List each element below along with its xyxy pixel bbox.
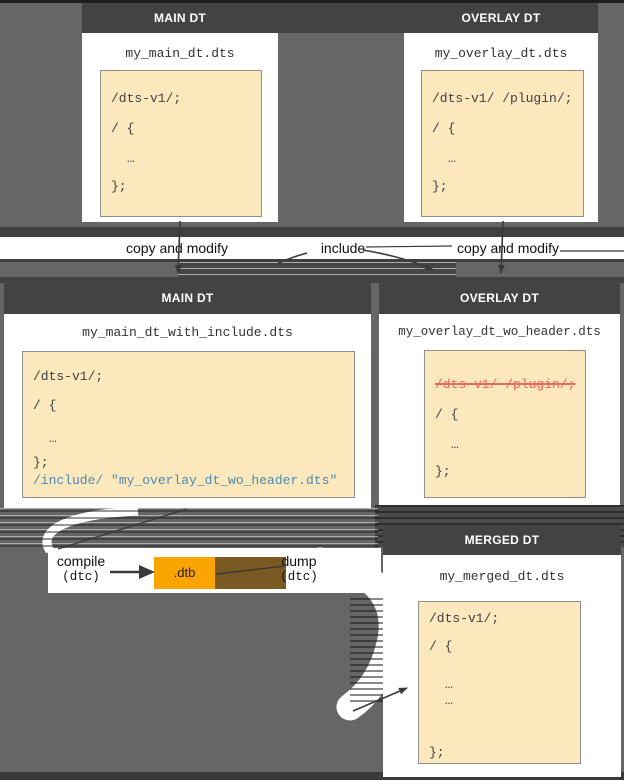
merged-dt-box: MERGED DT my_merged_dt.dts /dts-v1/; / {…: [383, 525, 621, 777]
code-line: /dts-v1/;: [429, 611, 500, 626]
code-line: / {: [111, 121, 135, 136]
code-line: };: [111, 179, 127, 194]
box-header: MAIN DT: [4, 283, 371, 314]
compile-text: compile: [56, 553, 106, 569]
code-line: / {: [429, 639, 453, 654]
compile-tool-text: (dtc): [62, 570, 100, 584]
compile-label: compile (dtc): [50, 553, 112, 585]
code-line: /dts-v1/;: [33, 369, 104, 384]
dump-text: dump: [281, 553, 317, 569]
overlay-dt-top-box: my_overlay_dt.dts /dts-v1/ /plugin/; / {…: [404, 33, 598, 222]
code-line: …: [448, 151, 456, 166]
code-box: /dts-v1/ /plugin/; / { … };: [424, 350, 586, 498]
merged-dt-header: MERGED DT: [464, 533, 540, 547]
code-line: };: [33, 455, 49, 470]
main-dt-top-header: MAIN DT: [153, 11, 207, 25]
dump-tool-text: (dtc): [280, 570, 318, 584]
box-header: MERGED DT: [383, 525, 621, 555]
code-box: /dts-v1/; / { … };: [100, 70, 262, 217]
code-line: };: [435, 464, 451, 479]
main-dt-top-box: my_main_dt.dts /dts-v1/; / { … };: [82, 33, 278, 222]
code-box: /dts-v1/; / { … … };: [418, 601, 581, 764]
code-line: / {: [435, 407, 459, 422]
overlay-dt-wo-header-box: OVERLAY DT my_overlay_dt_wo_header.dts /…: [379, 283, 620, 505]
include-code-line: /include/ "my_overlay_dt_wo_header.dts": [33, 473, 338, 488]
overlay-dt-top-header: OVERLAY DT: [461, 11, 541, 25]
include-label: include: [320, 240, 366, 256]
overlay-dt-mid-header: OVERLAY DT: [459, 291, 540, 305]
code-box: /dts-v1/ /plugin/; / { … };: [421, 70, 584, 217]
filename: my_main_dt_with_include.dts: [82, 325, 293, 340]
glitch-scanlines: [0, 508, 378, 548]
code-line: / {: [33, 398, 57, 413]
glitch-strip: [0, 259, 624, 262]
filename: my_overlay_dt_wo_header.dts: [398, 325, 601, 339]
filename: my_main_dt.dts: [125, 46, 235, 61]
code-line: /dts-v1/;: [111, 91, 182, 106]
dtb-label: .dtb: [173, 565, 196, 580]
removed-code-line: /dts-v1/ /plugin/;: [435, 377, 576, 392]
top-edge-strip: [0, 0, 624, 3]
glitch-strip: [0, 227, 624, 237]
code-line: …: [451, 437, 459, 452]
copy-and-modify-right-label: copy and modify: [457, 240, 559, 256]
code-line: / {: [432, 121, 456, 136]
main-dt-with-include-box: MAIN DT my_main_dt_with_include.dts /dts…: [4, 283, 371, 508]
bottom-edge-strip: [0, 772, 624, 780]
box-header: OVERLAY DT: [379, 283, 620, 314]
code-line: …: [445, 677, 453, 692]
glitch-strip: [0, 277, 624, 283]
code-box: /dts-v1/; / { … }; /include/ "my_overlay…: [22, 351, 355, 498]
filename: my_merged_dt.dts: [439, 569, 565, 584]
code-line: };: [432, 179, 448, 194]
code-line: …: [127, 151, 135, 166]
dtb-file-box: .dtb: [154, 557, 215, 589]
code-line: …: [445, 693, 453, 708]
main-dt-mid-header: MAIN DT: [161, 291, 214, 305]
code-line: …: [49, 431, 57, 446]
top-header-bar: MAIN DT OVERLAY DT: [82, 3, 598, 33]
filename: my_overlay_dt.dts: [434, 46, 568, 61]
copy-and-modify-left-label: copy and modify: [126, 240, 228, 256]
code-line: };: [429, 745, 445, 760]
dump-label: dump (dtc): [275, 553, 323, 585]
label-band: [0, 237, 624, 259]
code-line: /dts-v1/ /plugin/;: [432, 91, 573, 106]
